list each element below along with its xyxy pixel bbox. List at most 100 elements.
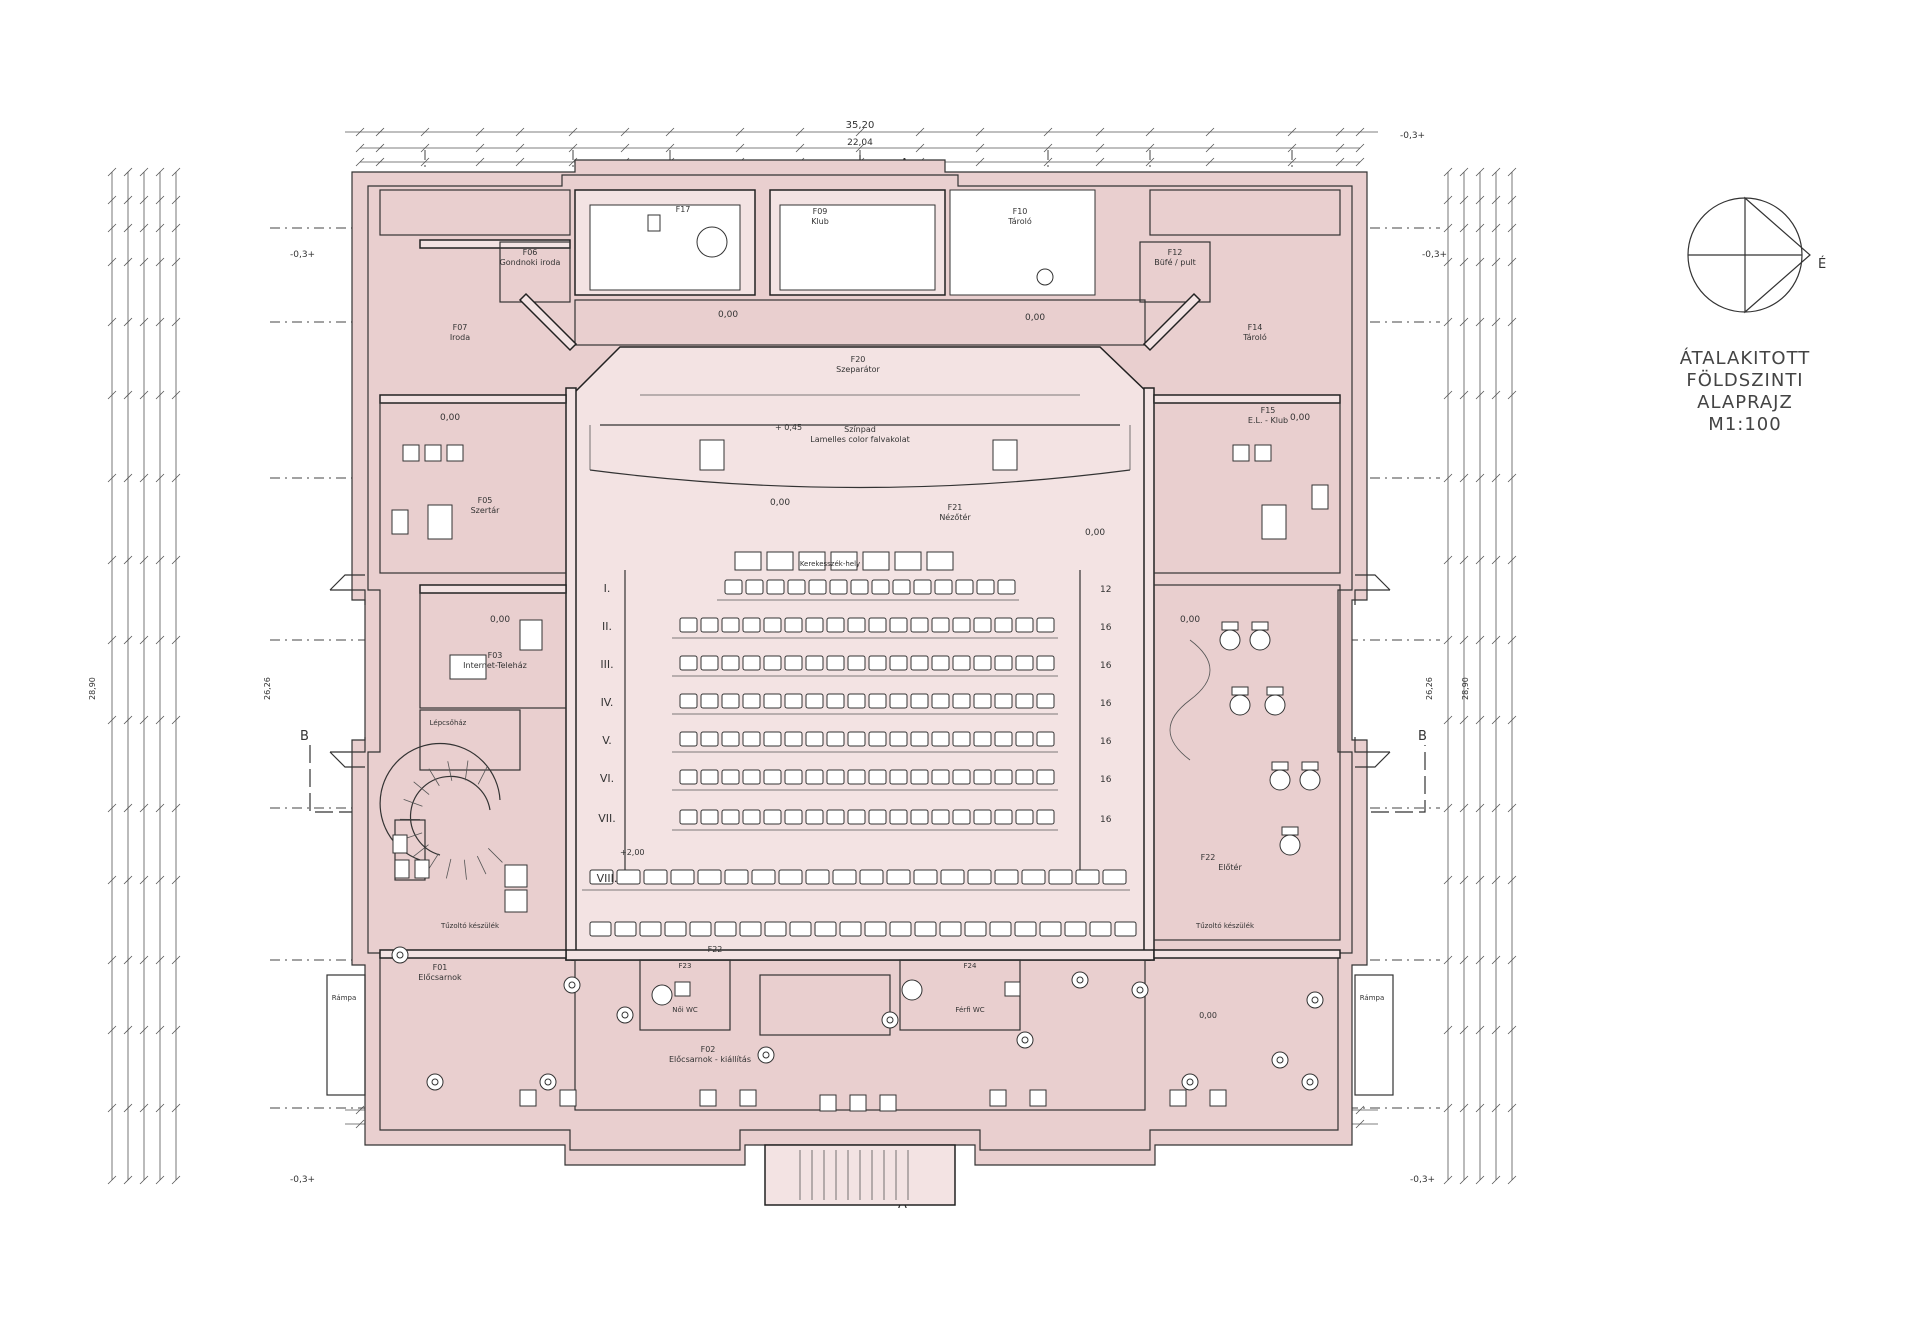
room-f23-name: Női WC <box>672 1005 698 1014</box>
room-f14-code: F12 <box>1168 248 1183 257</box>
workstation <box>1279 834 1301 856</box>
seat <box>868 769 887 785</box>
seat <box>724 579 743 595</box>
level-stage: + 0,45 <box>775 423 802 432</box>
seat <box>805 617 824 633</box>
level-front: +2,00 <box>620 848 645 857</box>
seat <box>973 769 992 785</box>
workstation <box>1299 769 1321 791</box>
seat <box>973 617 992 633</box>
wheelchair-row-label: Kerekesszék-hely <box>800 560 860 568</box>
seat <box>805 809 824 825</box>
stair-label: Lépcsőház <box>430 718 467 727</box>
chair <box>1169 1089 1187 1107</box>
seat <box>973 693 992 709</box>
seat <box>643 869 668 885</box>
seat <box>832 869 857 885</box>
seat <box>994 769 1013 785</box>
room-f07-name: Szertár <box>471 506 501 515</box>
title-line-1: ÁTALAKITOTT <box>1679 348 1811 369</box>
plant-symbols <box>391 946 1324 1091</box>
seat <box>721 617 740 633</box>
seat <box>973 655 992 671</box>
seat <box>889 809 908 825</box>
seat <box>826 769 845 785</box>
seat <box>994 731 1013 747</box>
seat <box>614 921 637 937</box>
chair <box>879 1094 897 1112</box>
seat <box>763 769 782 785</box>
seat <box>952 769 971 785</box>
seat <box>989 921 1012 937</box>
seat <box>868 731 887 747</box>
seat <box>826 693 845 709</box>
row-numeral: VI. <box>600 772 614 785</box>
room-f16-name: E.L. - Klub <box>1248 416 1288 425</box>
seat <box>639 921 662 937</box>
room-f02-code: F02 <box>701 1045 716 1054</box>
seat <box>868 809 887 825</box>
seat <box>886 869 911 885</box>
seat <box>764 921 787 937</box>
workstation <box>1269 769 1291 791</box>
seat <box>700 655 719 671</box>
seat <box>940 869 965 885</box>
seat <box>742 693 761 709</box>
seat <box>931 809 950 825</box>
note-right: Tűzoltó készülék <box>1195 921 1255 930</box>
seat <box>952 809 971 825</box>
seat <box>994 693 1013 709</box>
seat <box>871 579 890 595</box>
north-label: É <box>1818 256 1826 272</box>
room-f15-name: Tároló <box>1242 332 1267 342</box>
seat <box>721 693 740 709</box>
seat <box>784 809 803 825</box>
title-line-2: FÖLDSZINTI <box>1686 370 1804 391</box>
chair <box>1029 1089 1047 1107</box>
level-foyer-right: 0,00 <box>1199 1011 1217 1020</box>
seat <box>714 921 737 937</box>
row-count: 16 <box>1100 775 1112 785</box>
seat <box>952 655 971 671</box>
seat <box>763 731 782 747</box>
dim-overall-top: 35,20 <box>846 120 875 131</box>
seat <box>892 579 911 595</box>
seat <box>784 693 803 709</box>
seat <box>839 921 862 937</box>
seat <box>814 921 837 937</box>
seat <box>742 809 761 825</box>
seat <box>889 655 908 671</box>
left-wing: F05 Szertár F03 Internet-Teleház Lépcsőh… <box>379 394 567 930</box>
seat <box>889 617 908 633</box>
bench-seat <box>798 551 826 571</box>
ramp-right: Rámpa <box>1360 994 1385 1002</box>
seat <box>868 693 887 709</box>
seat <box>763 809 782 825</box>
seat <box>1015 655 1034 671</box>
seat <box>700 617 719 633</box>
seat <box>889 693 908 709</box>
workstation <box>1249 629 1271 651</box>
room-f03-name: Előtér <box>1218 862 1242 872</box>
row-count: 16 <box>1100 623 1112 633</box>
seat <box>931 731 950 747</box>
seat <box>826 809 845 825</box>
level-outer-tl: -0,3+ <box>290 250 315 260</box>
room-f13-name: Tároló <box>1007 216 1032 226</box>
room-f20-name: Szeparátor <box>836 365 880 374</box>
seat <box>913 579 932 595</box>
seat <box>847 769 866 785</box>
row-count: 16 <box>1100 737 1112 747</box>
chair <box>1209 1089 1227 1107</box>
seat <box>1021 869 1046 885</box>
seat <box>751 869 776 885</box>
workstation <box>1264 694 1286 716</box>
room-f17-code: F17 <box>676 205 691 214</box>
seat <box>742 655 761 671</box>
seat <box>973 731 992 747</box>
seat <box>939 921 962 937</box>
seat <box>766 579 785 595</box>
chair <box>519 1089 537 1107</box>
seat <box>763 617 782 633</box>
seat <box>1036 693 1055 709</box>
